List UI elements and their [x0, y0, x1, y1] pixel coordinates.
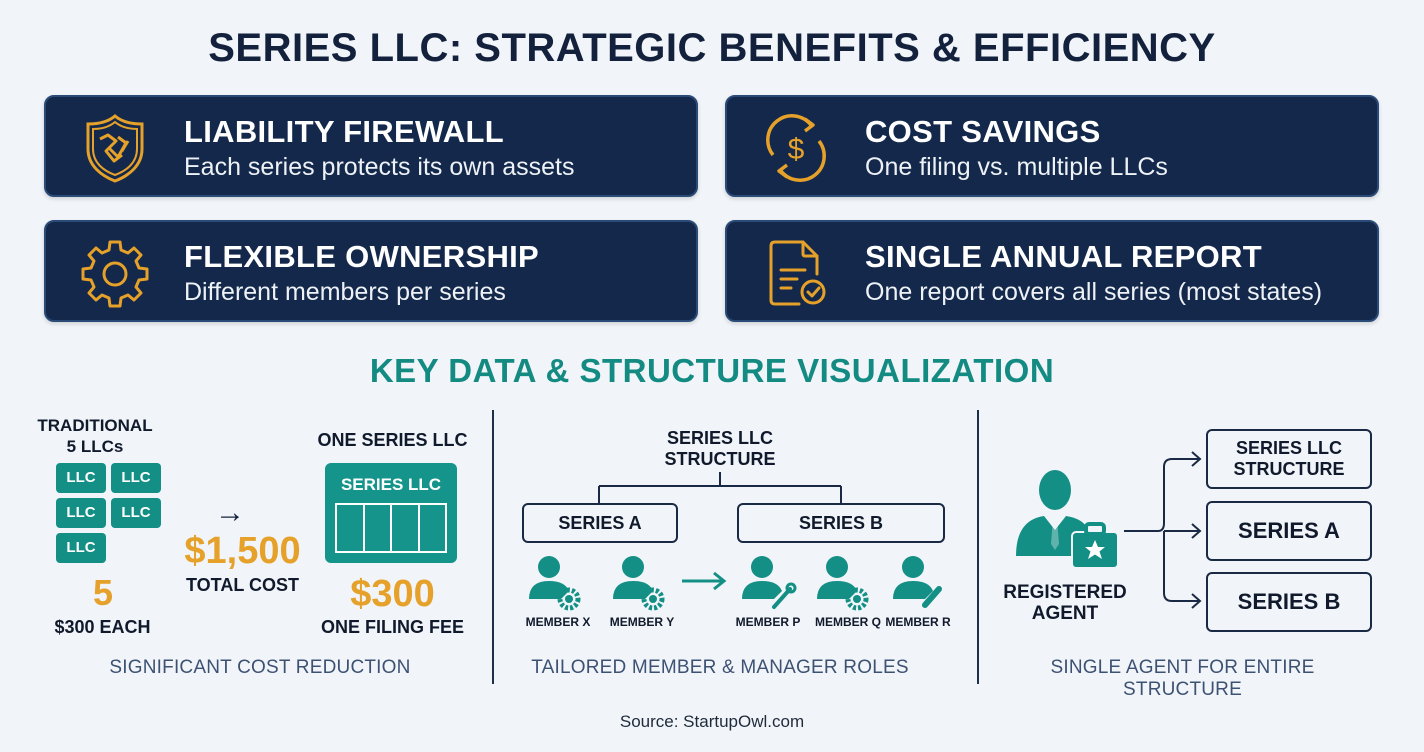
section-title: KEY DATA & STRUCTURE VISUALIZATION — [369, 352, 1055, 389]
total-cost-value: $1,500 — [184, 530, 301, 572]
target-series-a: SERIES A — [1206, 501, 1372, 561]
member-wrench-icon — [742, 556, 797, 609]
total-cost-label: TOTAL COST — [185, 575, 299, 595]
llc-box: LLC — [111, 498, 161, 528]
benefit-subtitle: One filing vs. multiple LLCs — [865, 153, 1168, 181]
cost-caption: SIGNIFICANT COST REDUCTION — [109, 657, 411, 678]
member-label: MEMBER Y — [609, 615, 675, 629]
document-check-icon — [769, 240, 826, 306]
benefit-subtitle: Each series protects its own assets — [184, 153, 575, 181]
structure-root-label-2: STRUCTURE — [664, 449, 776, 469]
agent-caption: SINGLE AGENT FOR ENTIRE STRUCTURE — [1050, 657, 1315, 700]
tree-connector — [598, 472, 842, 504]
benefit-card-liability-firewall: LIABILITY FIREWALL Each series protects … — [44, 95, 698, 197]
series-cost-value: $300 — [350, 573, 435, 615]
member-gear-icon — [529, 556, 581, 611]
gear-icon — [81, 240, 149, 308]
divider — [977, 410, 979, 684]
benefit-card-single-annual-report: SINGLE ANNUAL REPORT One report covers a… — [725, 220, 1379, 322]
divider — [492, 410, 494, 684]
member-label: MEMBER X — [525, 615, 591, 629]
target-series-llc-structure: SERIES LLC STRUCTURE — [1206, 429, 1372, 489]
series-cells — [335, 503, 447, 553]
benefit-title: LIABILITY FIREWALL — [184, 114, 504, 149]
member-pencil-icon — [893, 556, 942, 608]
shield-icon — [86, 114, 144, 183]
member-label: MEMBER Q — [815, 615, 881, 629]
member-label: MEMBER R — [885, 615, 951, 629]
agent-label: REGISTERED — [1003, 582, 1127, 603]
series-b-box: SERIES B — [737, 503, 945, 543]
branch-arrows — [1124, 451, 1202, 609]
llc-box: LLC — [111, 463, 161, 493]
benefit-subtitle: Different members per series — [184, 278, 506, 306]
traditional-count-label: 5 LLCs — [66, 437, 124, 456]
series-a-box: SERIES A — [522, 503, 678, 543]
agent-label-2: AGENT — [1031, 603, 1099, 624]
svg-text:$: $ — [788, 133, 805, 166]
per-llc-cost: $300 EACH — [54, 617, 151, 637]
one-series-label: ONE SERIES LLC — [317, 430, 468, 450]
llc-count: 5 — [92, 572, 114, 613]
member-gear-icon — [817, 556, 869, 611]
series-fee-label: ONE FILING FEE — [320, 617, 464, 637]
arrow-right-icon: → — [215, 496, 245, 529]
arrow-right-icon — [682, 571, 727, 591]
target-label-2: STRUCTURE — [1233, 459, 1345, 479]
target-series-b: SERIES B — [1206, 572, 1372, 632]
llc-box: LLC — [56, 533, 106, 563]
benefit-title: COST SAVINGS — [865, 114, 1101, 149]
traditional-label: TRADITIONAL — [37, 416, 153, 435]
benefit-title: SINGLE ANNUAL REPORT — [865, 239, 1262, 274]
member-label: MEMBER P — [735, 615, 801, 629]
benefit-card-cost-savings: $ COST SAVINGS One filing vs. multiple L… — [725, 95, 1379, 197]
dollar-cycle-icon: $ — [766, 114, 826, 182]
structure-caption: TAILORED MEMBER & MANAGER ROLES — [531, 657, 909, 678]
target-label: SERIES LLC — [1235, 438, 1342, 458]
llc-box: LLC — [56, 463, 106, 493]
llc-box: LLC — [56, 498, 106, 528]
member-gear-icon — [613, 556, 665, 611]
page-title: SERIES LLC: STRATEGIC BENEFITS & EFFICIE… — [208, 26, 1216, 70]
benefit-title: FLEXIBLE OWNERSHIP — [184, 239, 540, 274]
structure-root-label: SERIES LLC — [666, 428, 773, 448]
series-llc-box: SERIES LLC — [325, 463, 457, 563]
benefit-card-flexible-ownership: FLEXIBLE OWNERSHIP Different members per… — [44, 220, 698, 322]
registered-agent-icon — [1016, 470, 1119, 569]
source-credit: Source: StartupOwl.com — [619, 712, 805, 731]
benefit-subtitle: One report covers all series (most state… — [865, 278, 1323, 306]
series-llc-box-label: SERIES LLC — [340, 475, 442, 494]
